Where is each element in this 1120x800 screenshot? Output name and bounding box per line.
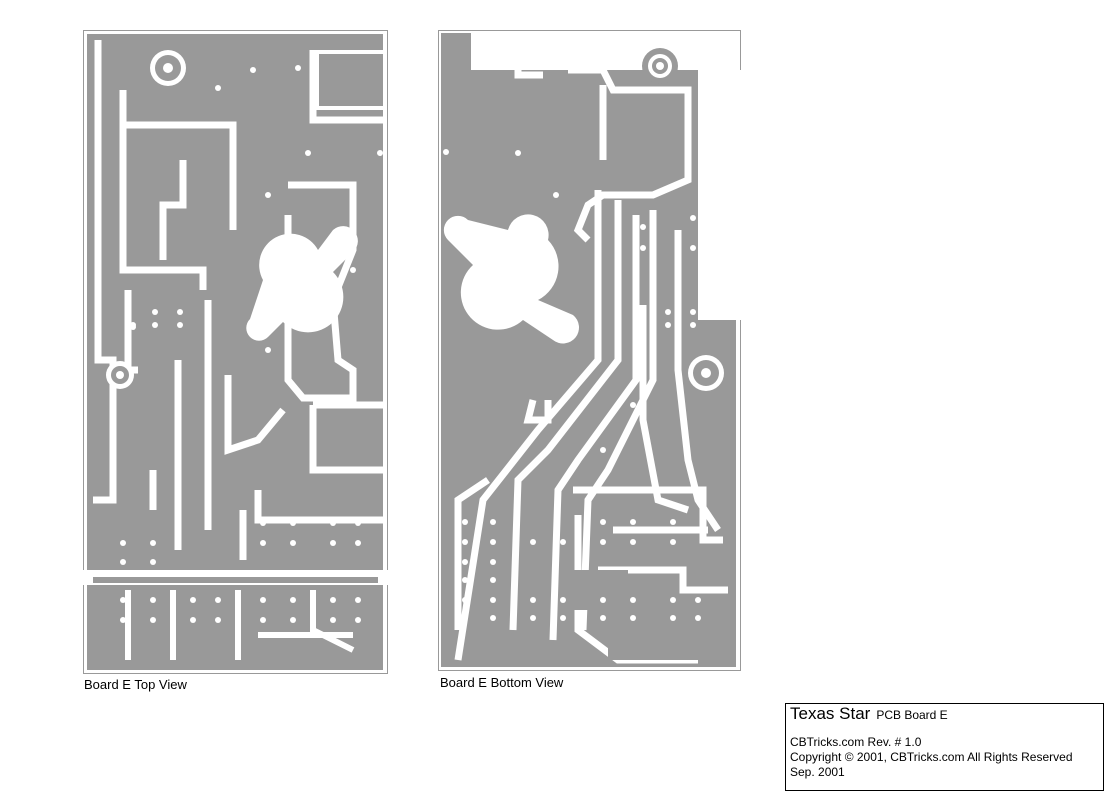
title: Texas Star	[790, 704, 871, 723]
pcb-bottom-view	[438, 30, 741, 671]
date: Sep. 2001	[790, 765, 845, 779]
subtitle: PCB Board E	[876, 708, 948, 722]
title-block: Texas Star PCB Board E CBTricks.com Rev. …	[785, 703, 1104, 791]
revision: CBTricks.com Rev. # 1.0	[790, 735, 922, 749]
bottom-view-caption: Board E Bottom View	[440, 675, 564, 690]
copyright: Copyright © 2001, CBTricks.com All Right…	[790, 750, 1073, 764]
top-view-caption: Board E Top View	[84, 677, 187, 692]
pcb-top-view	[83, 30, 388, 674]
